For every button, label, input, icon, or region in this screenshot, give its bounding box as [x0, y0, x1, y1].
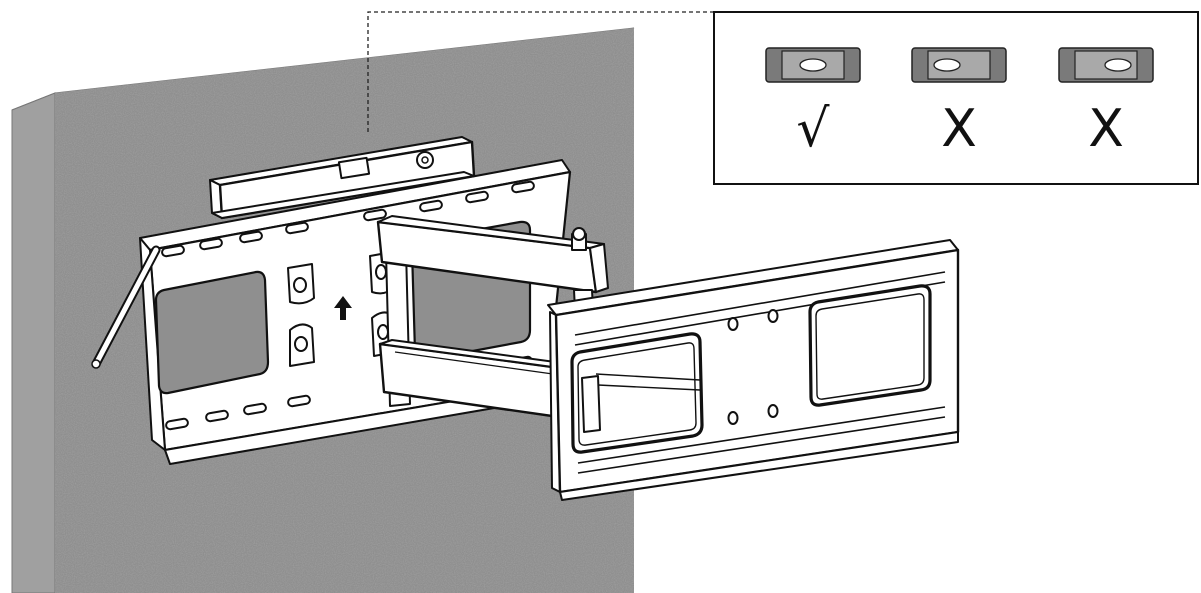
tv-bracket-right-cutout: [808, 284, 932, 407]
wall-plate-keyholes: [287, 251, 397, 367]
mount-arms: [376, 215, 609, 420]
tv-bracket-holes: [727, 309, 779, 425]
level-tool-icon: [209, 136, 476, 220]
tv-bracket-left-cutout: [570, 332, 704, 454]
level-indicator-centered: [765, 47, 861, 83]
level-inset: √ X X: [713, 11, 1199, 185]
level-indicator-left: [911, 47, 1007, 83]
level-indicator-right: [1058, 47, 1154, 83]
wall-plate-top-slots: [161, 180, 535, 258]
cross-mark-right: X: [1088, 99, 1124, 159]
check-mark: √: [796, 99, 830, 159]
wall-plate-side-flange: [139, 237, 166, 451]
wall-side-edge: [11, 92, 56, 593]
allen-key-icon: [91, 245, 161, 369]
level-bubble: [933, 58, 961, 72]
cross-mark-left: X: [941, 99, 977, 159]
level-bubble: [1104, 58, 1132, 72]
wall-plate-left-cutout: [154, 270, 270, 395]
level-tool-bottom-edge: [211, 171, 475, 219]
level-bubble: [799, 58, 827, 72]
tv-bracket-hinge: [581, 375, 601, 433]
up-arrow-icon: [334, 296, 352, 320]
inset-frame: [713, 11, 1199, 185]
tv-bracket: [547, 239, 960, 501]
leader-line: [367, 11, 714, 132]
level-tool-vial: [337, 156, 371, 180]
